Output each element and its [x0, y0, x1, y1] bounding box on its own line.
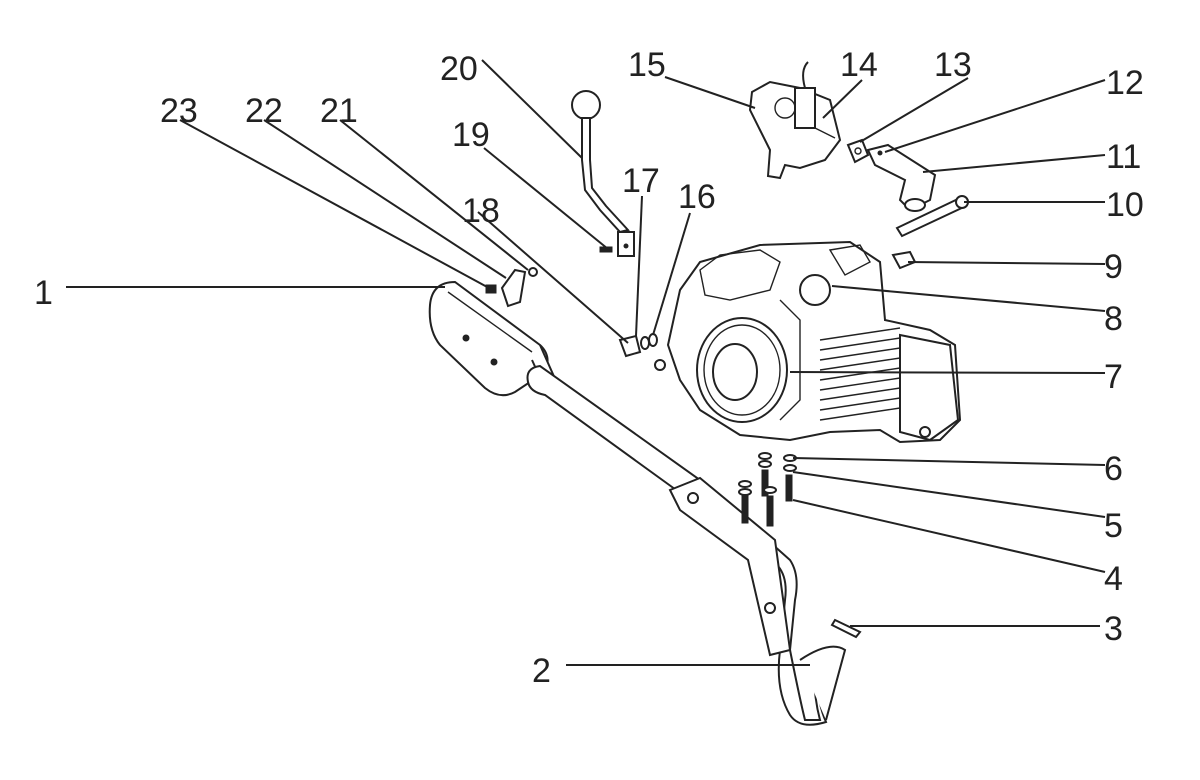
- callout-13: 13: [934, 46, 972, 84]
- carburetor: [748, 61, 842, 180]
- callout-18: 18: [462, 192, 500, 230]
- callout-12: 12: [1106, 64, 1144, 102]
- callout-23: 23: [160, 92, 198, 130]
- callout-11: 11: [1106, 138, 1141, 176]
- callout-2: 2: [532, 652, 551, 690]
- leader-lines: [66, 59, 1106, 666]
- intake-stud: [895, 195, 969, 238]
- shift-lever: [571, 90, 635, 257]
- callout-5: 5: [1104, 507, 1123, 545]
- intake-clamp: [891, 250, 917, 270]
- callout-14: 14: [840, 46, 878, 84]
- callout-16: 16: [678, 178, 716, 216]
- callout-labels: 1 2 3 4 5 6 7 8 9 10 11 12 13 14 15 16 1…: [34, 46, 1144, 690]
- callout-17: 17: [622, 162, 660, 200]
- callout-10: 10: [1106, 186, 1144, 224]
- mounting-bolts: [738, 452, 797, 527]
- exhaust-gasket: [830, 618, 862, 639]
- muffler-bracket: [485, 267, 538, 308]
- callout-15: 15: [628, 46, 666, 84]
- engine-block: [654, 240, 962, 444]
- callout-7: 7: [1104, 358, 1123, 396]
- callout-22: 22: [245, 92, 283, 130]
- callout-3: 3: [1104, 610, 1123, 648]
- callout-21: 21: [320, 92, 358, 130]
- callout-20: 20: [440, 50, 478, 88]
- carb-gasket: [846, 138, 870, 164]
- callout-8: 8: [1104, 300, 1123, 338]
- intake-manifold: [866, 143, 937, 212]
- callout-6: 6: [1104, 450, 1123, 488]
- shift-fasteners: [618, 333, 658, 358]
- callout-9: 9: [1104, 248, 1123, 286]
- exhaust-pipe: [526, 364, 847, 726]
- callout-1: 1: [34, 274, 53, 312]
- callout-19: 19: [452, 116, 490, 154]
- callout-4: 4: [1104, 560, 1123, 598]
